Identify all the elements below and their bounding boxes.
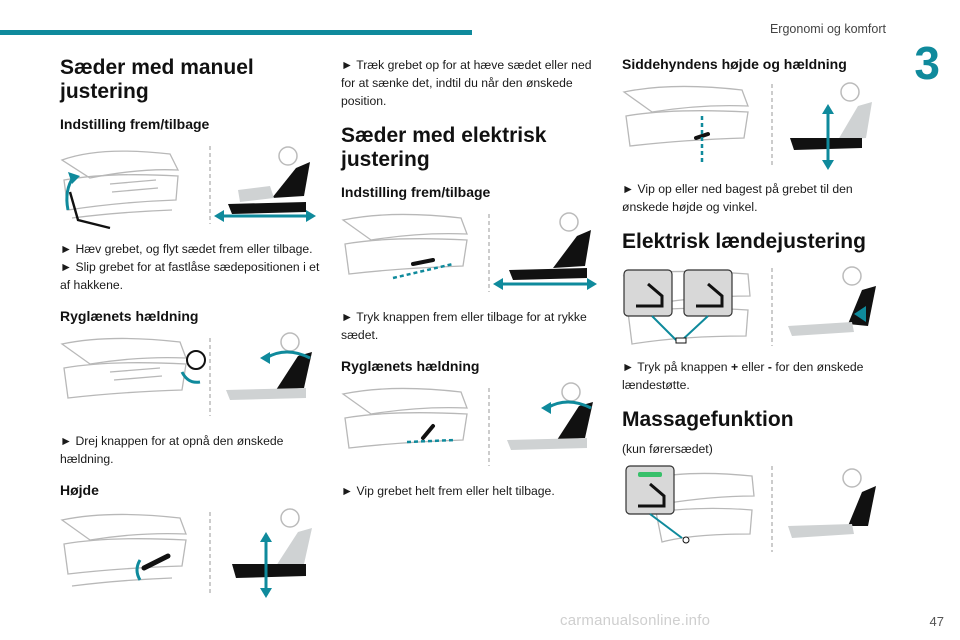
seat-detail-illustration <box>60 150 180 219</box>
chapter-number: 3 <box>914 37 940 89</box>
instruction-line: ► Tryk knappen frem eller tilbage for at… <box>341 310 587 342</box>
note-driver-only: (kun førersædet) <box>622 442 713 456</box>
instruction-line: ► Tryk på knappen + eller - for den ønsk… <box>622 360 864 392</box>
figure-electric-fore-aft <box>341 208 597 298</box>
header-accent-bar <box>0 30 472 35</box>
figure-electric-backrest <box>341 382 597 472</box>
instruction-line: ► Vip grebet helt frem eller helt tilbag… <box>341 484 555 498</box>
figure-cushion-height <box>622 80 878 170</box>
rotary-knob-icon <box>186 350 206 370</box>
fore-aft-arrow-icon <box>392 262 454 280</box>
seated-person-icon <box>507 382 593 450</box>
figure-massage <box>622 464 878 554</box>
column-1: Sæder med manuel justering Indstilling f… <box>60 56 322 612</box>
column-3: Siddehyndens højde og hældning ► Vip op … <box>622 56 884 564</box>
instruction-line: ► Slip grebet for at fastlåse sædepositi… <box>60 260 320 292</box>
minus-key: - <box>767 360 772 374</box>
instruction-line: ► Hæv grebet, og flyt sædet frem eller t… <box>60 242 313 256</box>
figure-manual-height <box>60 506 316 602</box>
column-2: ► Træk grebet op for at hæve sædet eller… <box>341 56 603 500</box>
heading-lumbar: Elektrisk lændejustering <box>622 230 866 253</box>
subheading-backrest: Ryglænets hældning <box>60 308 199 324</box>
lumbar-button-icon <box>683 269 733 317</box>
heading-electric-seats: Sæder med elektrisk justering <box>341 124 547 171</box>
switch-icon <box>421 424 435 440</box>
subheading-backrest: Ryglænets hældning <box>341 358 480 374</box>
subheading-fore-aft: Indstilling frem/tilbage <box>60 116 210 132</box>
watermark: carmanualsonline.info <box>560 612 711 629</box>
seated-person-icon <box>788 468 876 538</box>
seated-person-icon <box>788 266 876 336</box>
instruction-line: ► Vip op eller ned bagest på grebet til … <box>622 182 853 214</box>
subheading-cushion: Siddehyndens højde og hældning <box>622 56 847 72</box>
instruction-line: ► Træk grebet op for at hæve sædet eller… <box>341 58 592 108</box>
seated-person-icon <box>226 332 312 400</box>
subheading-fore-aft: Indstilling frem/tilbage <box>341 184 491 200</box>
figure-manual-backrest <box>60 332 316 422</box>
switch-icon <box>694 132 710 140</box>
seated-person-icon <box>509 212 591 280</box>
figure-manual-fore-aft <box>60 140 316 230</box>
plus-key: + <box>730 360 739 374</box>
seated-person-icon <box>228 146 310 214</box>
lever-icon <box>141 553 171 571</box>
seated-person-icon <box>232 508 312 578</box>
page-number: 47 <box>929 614 944 629</box>
seated-person-icon <box>790 82 872 150</box>
subheading-height: Højde <box>60 482 99 498</box>
instruction-line: ► Drej knappen for at opnå den ønskede h… <box>60 434 284 466</box>
lumbar-button-icon <box>623 269 673 317</box>
heading-manual-seats: Sæder med manuel justering <box>60 56 254 103</box>
section-header-title: Ergonomi og komfort <box>769 22 886 36</box>
lever-icon <box>68 191 111 230</box>
switch-icon <box>411 258 435 266</box>
figure-lumbar <box>622 266 878 348</box>
heading-massage: Massagefunktion <box>622 408 794 431</box>
